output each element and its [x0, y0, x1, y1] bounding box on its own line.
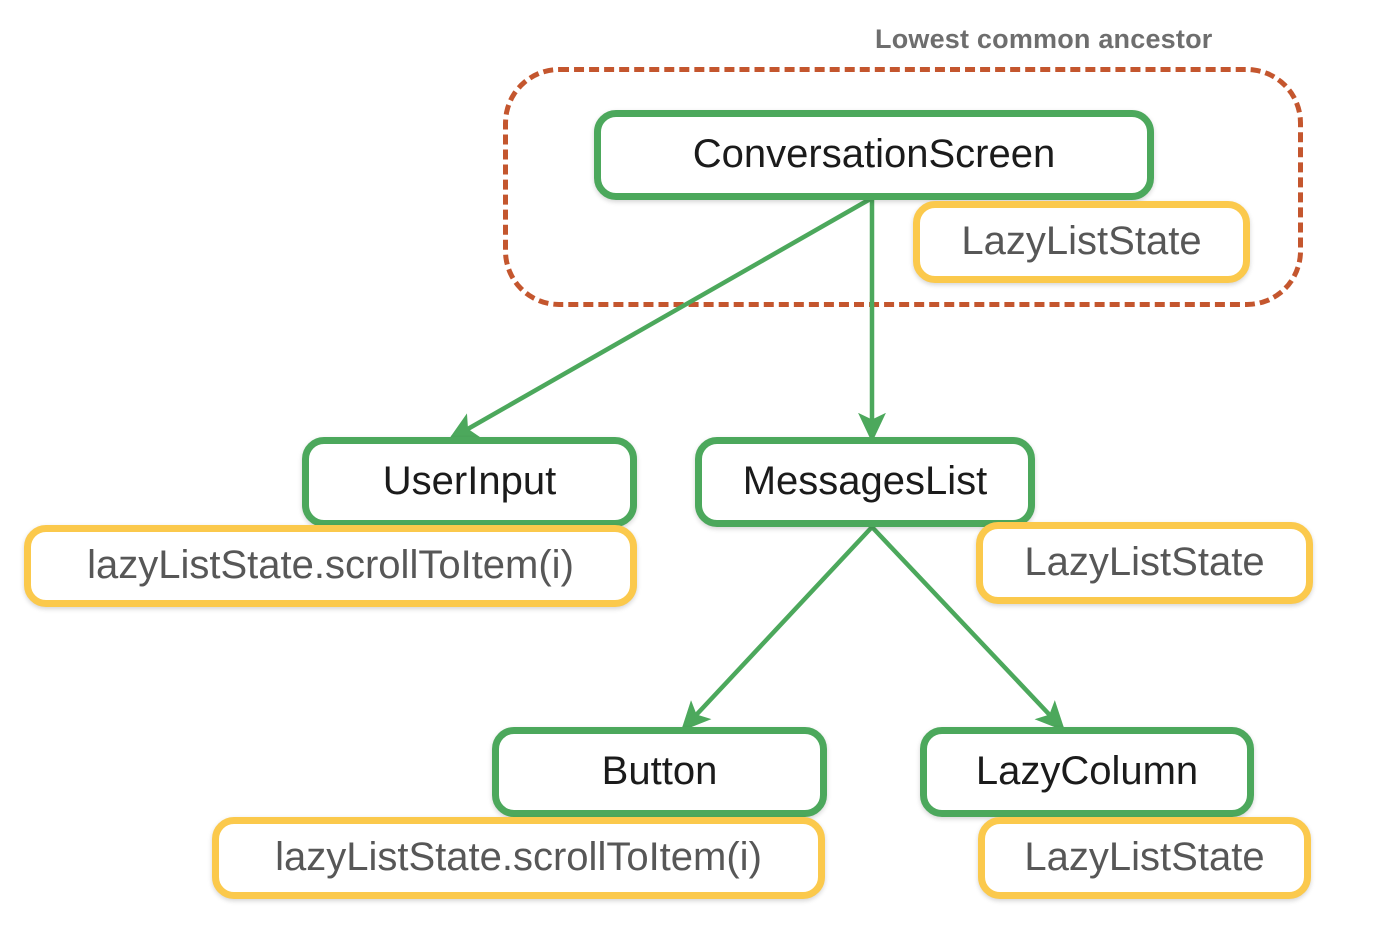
node-scroll-to-item-user-input[interactable]: lazyListState.scrollToItem(i)	[24, 525, 637, 607]
node-button[interactable]: Button	[492, 727, 827, 817]
node-label-user-input: UserInput	[382, 458, 557, 503]
node-scroll-to-item-button[interactable]: lazyListState.scrollToItem(i)	[212, 817, 825, 899]
node-lazy-list-state-messages[interactable]: LazyListState	[976, 522, 1313, 604]
node-lazy-column[interactable]: LazyColumn	[920, 727, 1254, 817]
node-lazy-list-state-column[interactable]: LazyListState	[978, 817, 1311, 899]
node-label-button: Button	[601, 748, 718, 793]
node-label-conversation-screen: ConversationScreen	[692, 131, 1056, 176]
node-label-lazy-list-state-root: LazyListState	[961, 218, 1202, 263]
node-conversation-screen[interactable]: ConversationScreen	[594, 110, 1154, 200]
node-label-lazy-column: LazyColumn	[975, 748, 1199, 793]
lowest-common-ancestor-region	[503, 67, 1303, 307]
edge-messageslist-to-button	[680, 525, 874, 732]
lowest-common-ancestor-title: Lowest common ancestor	[875, 24, 1213, 54]
node-label-scroll-to-item-user-input: lazyListState.scrollToItem(i)	[87, 542, 574, 587]
node-lazy-list-state-root[interactable]: LazyListState	[913, 201, 1250, 283]
node-label-lazy-list-state-column: LazyListState	[1024, 834, 1265, 879]
node-messages-list[interactable]: MessagesList	[695, 437, 1035, 527]
node-label-lazy-list-state-messages: LazyListState	[1024, 539, 1265, 584]
node-label-messages-list: MessagesList	[742, 458, 988, 503]
node-user-input[interactable]: UserInput	[302, 437, 637, 527]
node-label-scroll-to-item-button: lazyListState.scrollToItem(i)	[275, 834, 762, 879]
